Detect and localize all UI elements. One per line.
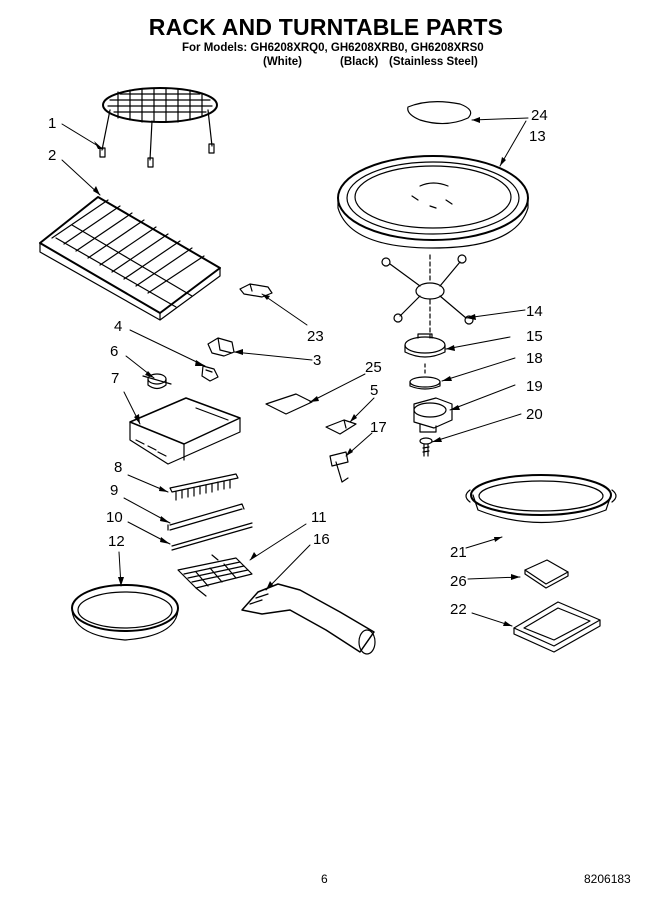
part-20-screw (419, 437, 433, 457)
callout-4: 4 (114, 318, 122, 335)
callout-6: 6 (110, 343, 118, 360)
arrowheads (93, 117, 520, 626)
page-number: 6 (321, 872, 328, 886)
part-22-frame (513, 601, 601, 653)
part-9-rod (167, 503, 245, 531)
callout-12: 12 (108, 533, 125, 550)
callout-2: 2 (48, 147, 56, 164)
callout-17: 17 (370, 419, 387, 436)
part-24-plate (407, 101, 472, 125)
callout-3: 3 (313, 352, 321, 369)
callout-8: 8 (114, 459, 122, 476)
part-19-motor (413, 397, 453, 433)
callout-23: 23 (307, 328, 324, 345)
callout-15: 15 (526, 328, 543, 345)
part-13-turntable (337, 155, 529, 249)
part-6-thermostat (142, 373, 172, 390)
part-16-handle (241, 583, 376, 655)
models-line: For Models: GH6208XRQ0, GH6208XRB0, GH62… (182, 42, 484, 54)
callout-numbers: 1 2 3 4 5 6 7 8 9 10 11 12 13 14 15 16 1… (48, 107, 548, 618)
document-number: 8206183 (584, 872, 631, 886)
part-round-rack (99, 87, 218, 168)
callout-11: 11 (311, 509, 327, 526)
part-14-roller-support (381, 254, 474, 339)
callout-26: 26 (450, 573, 467, 590)
callout-1: 1 (48, 115, 56, 132)
part-7-heater-box (129, 397, 241, 465)
part-8-strip (169, 473, 239, 501)
page-title: RACK AND TURNTABLE PARTS (148, 14, 504, 40)
callout-24: 24 (531, 107, 548, 124)
callout-25: 25 (365, 359, 382, 376)
callout-5: 5 (370, 382, 378, 399)
part-21-oval-tray (465, 474, 617, 524)
part-23-clip (239, 283, 273, 298)
part-10-rod (171, 522, 253, 551)
variant-white: (White) (263, 56, 302, 68)
callout-16: 16 (313, 531, 330, 548)
part-25-plate (265, 393, 313, 415)
part-15-coupler (404, 333, 446, 358)
part-4-connector (201, 365, 219, 382)
callout-22: 22 (450, 601, 467, 618)
callout-14: 14 (526, 303, 543, 320)
callout-19: 19 (526, 378, 543, 395)
callout-13: 13 (529, 128, 546, 145)
part-18-washer (409, 363, 441, 390)
callout-10: 10 (106, 509, 123, 526)
callout-18: 18 (526, 350, 543, 367)
part-26-plate (524, 559, 569, 589)
callout-7: 7 (111, 370, 119, 387)
callout-21: 21 (450, 544, 467, 561)
variant-black: (Black) (340, 56, 379, 68)
part-5-bracket (325, 419, 357, 435)
part-11-grille (177, 554, 253, 597)
part-12-round-pan (71, 584, 179, 641)
callout-20: 20 (526, 406, 543, 423)
variant-stainless: (Stainless Steel) (389, 56, 478, 68)
part-3-bracket (207, 337, 235, 357)
callout-9: 9 (110, 482, 118, 499)
part-17-hook (329, 451, 349, 483)
part-rectangular-rack (39, 196, 221, 321)
